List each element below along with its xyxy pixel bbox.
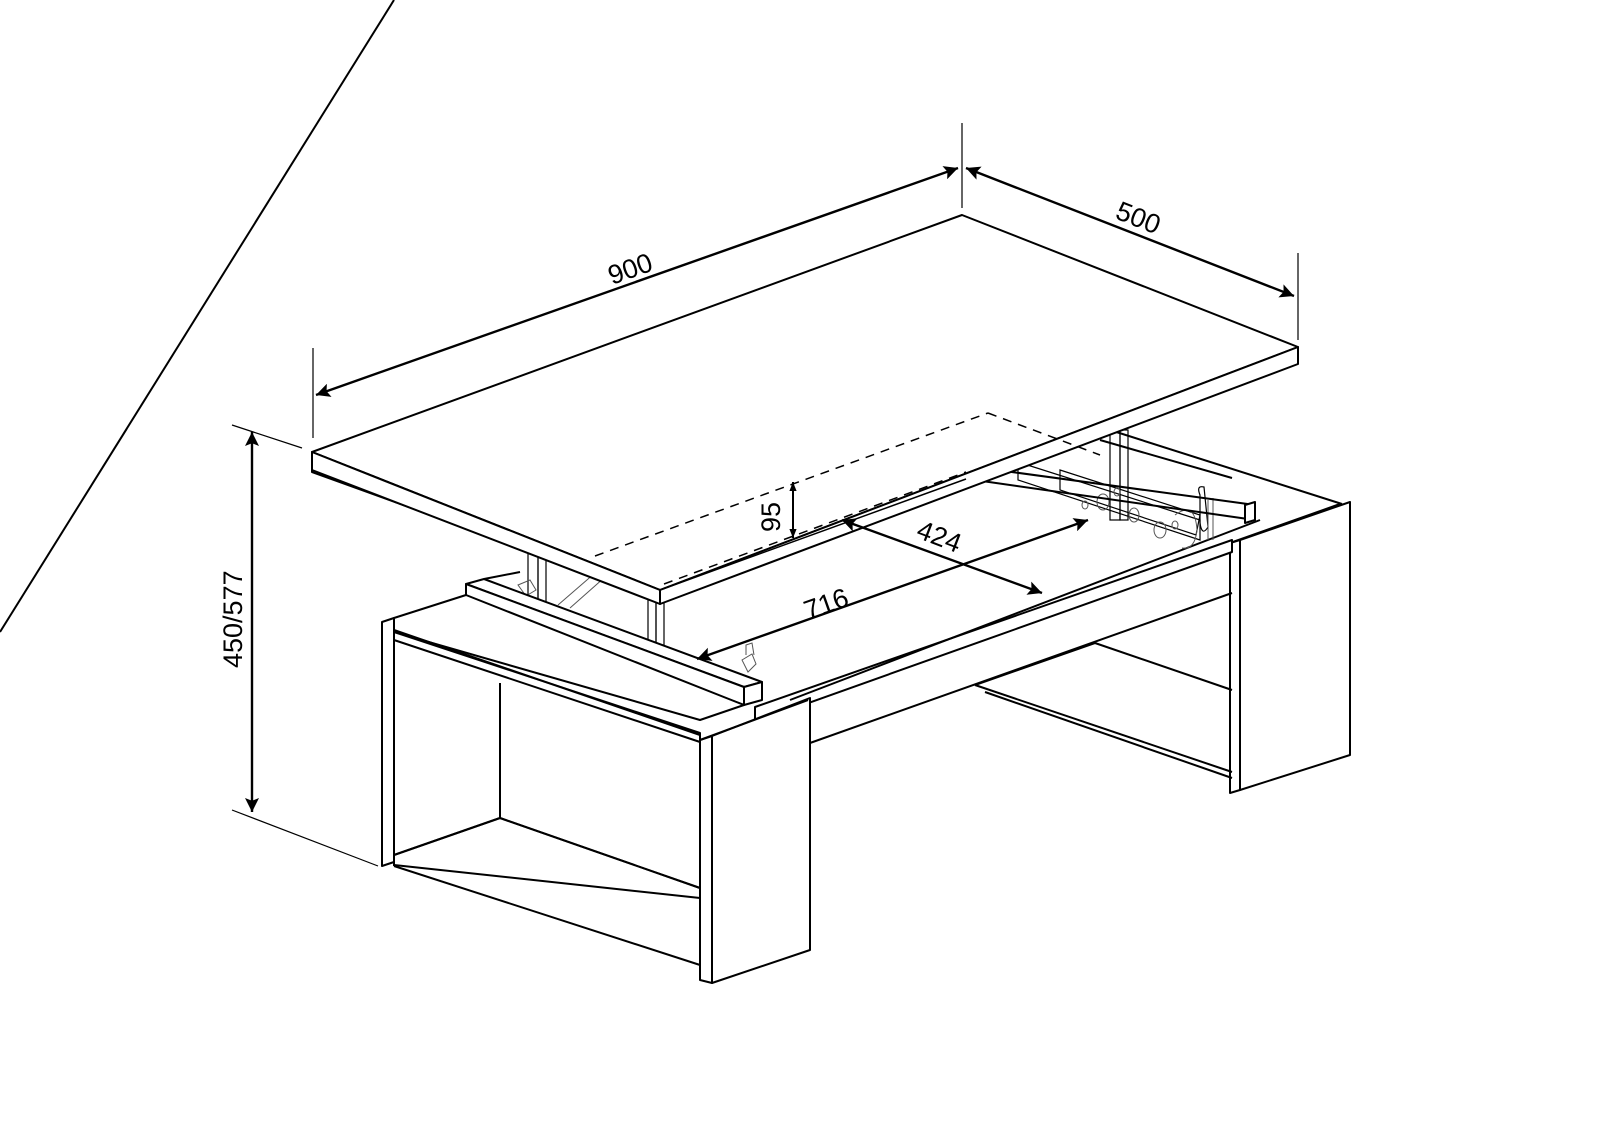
right-side-panel — [1229, 501, 1351, 794]
dimension-label-depth: 500 — [1112, 196, 1165, 240]
table-top — [311, 214, 1299, 605]
dimension-716: 716 — [696, 518, 1089, 661]
extension-lines — [231, 123, 1299, 867]
left-end-cabinet — [0, 0, 811, 984]
dimension-label-inner-length: 716 — [800, 582, 852, 625]
dimension-label-lift: 95 — [756, 502, 786, 532]
dimension-424: 424 — [841, 515, 1043, 595]
dimension-label-inner-depth: 424 — [913, 515, 966, 559]
dimension-height: 450/577 — [218, 432, 259, 812]
dimension-label-height: 450/577 — [218, 570, 248, 668]
dimension-label-length: 900 — [604, 247, 656, 290]
